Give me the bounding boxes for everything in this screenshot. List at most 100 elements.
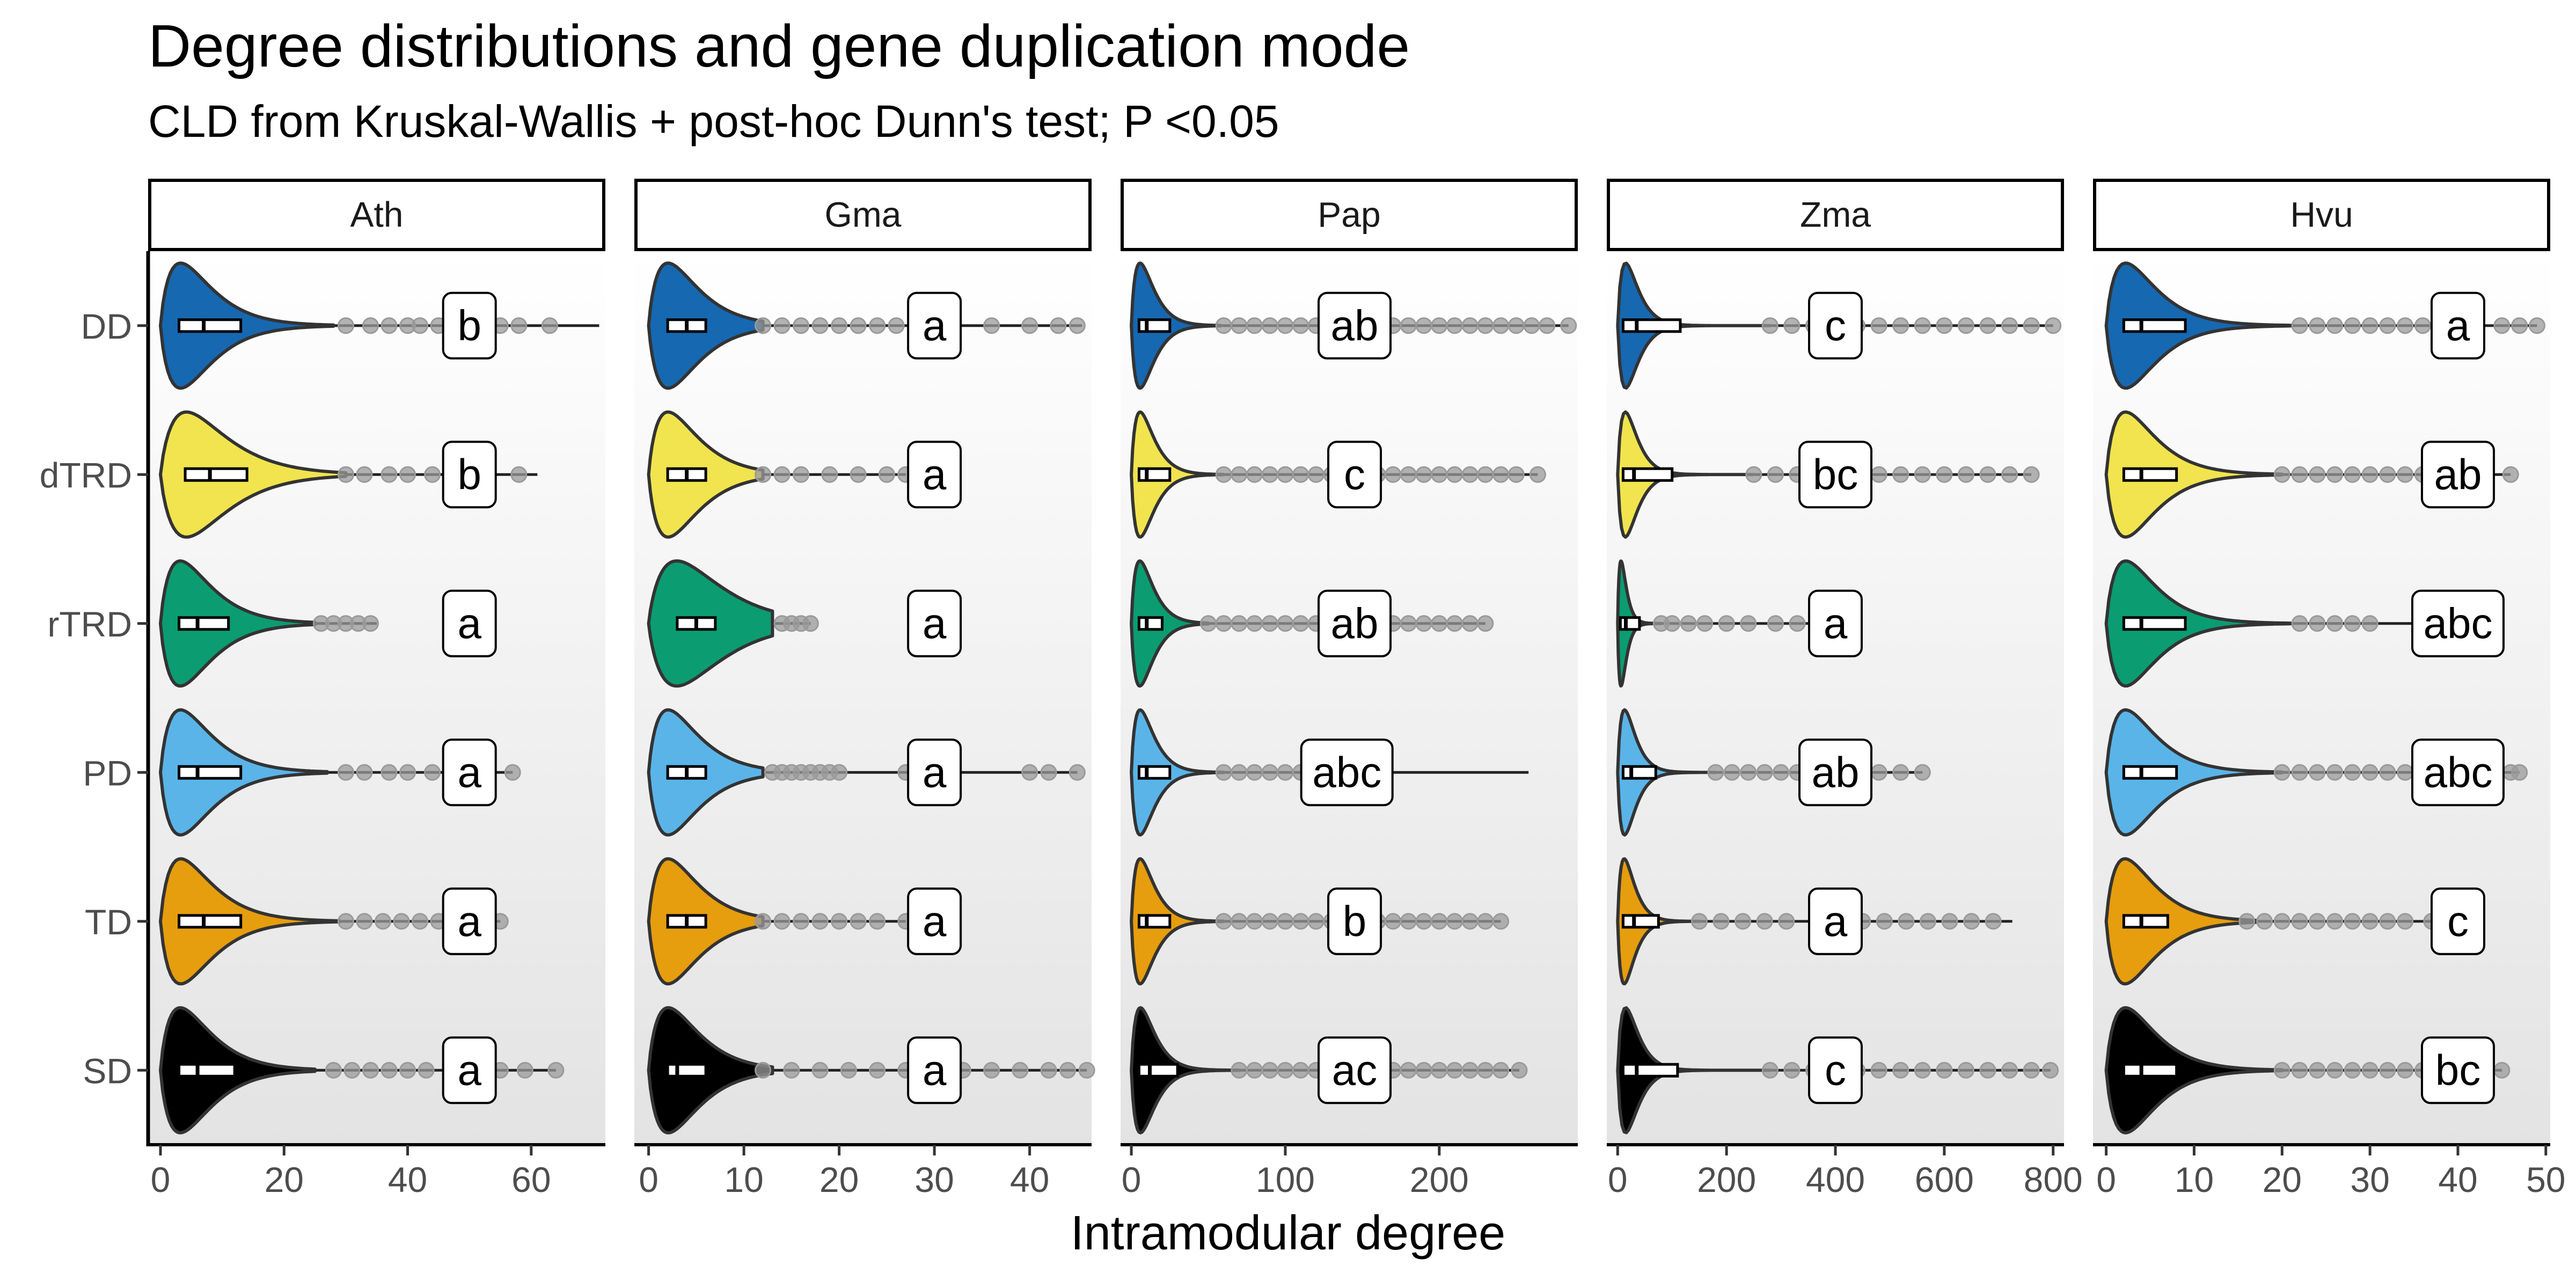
violin-group-rtrd: a: [647, 559, 962, 688]
violin-group-dd: a: [647, 261, 1086, 390]
x-tick-label: 800: [2024, 1160, 2083, 1199]
violin-group-td: c: [2104, 857, 2485, 986]
outlier-point: [1292, 1062, 1309, 1079]
outlier-point: [380, 317, 398, 334]
outlier-point: [1261, 317, 1278, 334]
outlier-point: [2326, 1062, 2344, 1079]
outlier-point: [2511, 764, 2528, 781]
outlier-point: [1246, 466, 1263, 483]
x-tick-label: 100: [1256, 1160, 1315, 1199]
outlier-point: [1979, 466, 1996, 483]
outlier-point: [1680, 615, 1697, 632]
cld-label: a: [1824, 897, 1848, 945]
panel-strip: [1121, 179, 1578, 251]
violin-group-sd: bc: [2104, 1006, 2511, 1135]
outlier-point: [1246, 913, 1263, 930]
outlier-point: [1892, 317, 1909, 334]
outlier-point: [1492, 466, 1510, 483]
outlier-point: [1723, 764, 1740, 781]
box: [2122, 765, 2178, 780]
outlier-point: [1870, 317, 1887, 334]
outlier-point: [2291, 1062, 2308, 1079]
outlier-point: [375, 913, 392, 930]
x-tick-label: 20: [265, 1160, 304, 1199]
outlier-point: [1898, 913, 1915, 930]
outlier-point: [2344, 317, 2361, 334]
cld-label: ab: [1331, 599, 1379, 647]
outlier-point: [1400, 913, 1417, 930]
outlier-point: [1919, 913, 1936, 930]
outlier-point: [325, 1062, 342, 1079]
outlier-point: [1963, 913, 1980, 930]
outlier-point: [1914, 1062, 1931, 1079]
outlier-point: [1078, 1062, 1095, 1079]
outlier-point: [2256, 913, 2273, 930]
outlier-point: [2511, 317, 2528, 334]
outlier-point: [1215, 764, 1232, 781]
cld-label-box: [442, 291, 497, 360]
outlier-point: [2344, 1062, 2361, 1079]
outlier-point: [424, 764, 441, 781]
box: [1137, 467, 1172, 482]
violin-group-td: b: [1130, 857, 1510, 986]
y-tick-label: DD: [81, 306, 132, 346]
box: [1137, 765, 1172, 780]
outlier-point: [1021, 317, 1038, 334]
outlier-point: [2273, 764, 2290, 781]
x-tick-label: 50: [2526, 1160, 2565, 1199]
outlier-point: [2001, 466, 2018, 483]
outlier-point: [2326, 615, 2344, 632]
cld-label-box: [2430, 887, 2485, 955]
outlier-point: [2309, 1062, 2326, 1079]
cld-label-box: [1300, 738, 1394, 807]
outlier-point: [1778, 913, 1795, 930]
outlier-point: [380, 1062, 398, 1079]
violin-shape: [159, 708, 329, 837]
box: [178, 914, 243, 929]
outlier-point: [2273, 1062, 2290, 1079]
outlier-point: [2291, 615, 2308, 632]
outlier-point: [1477, 913, 1494, 930]
outlier-point: [1277, 615, 1294, 632]
panel-strip-label: Gma: [824, 195, 901, 235]
outlier-point: [2326, 913, 2344, 930]
outlier-point: [983, 317, 1000, 334]
violin-shape: [159, 261, 335, 390]
outlier-point: [1767, 615, 1784, 632]
outlier-point: [1767, 466, 1784, 483]
outlier-point: [2344, 466, 2361, 483]
outlier-point: [2361, 317, 2379, 334]
violin-group-td: a: [159, 857, 509, 986]
outlier-point: [1892, 1062, 1909, 1079]
panel-strip-label: Zma: [1800, 195, 1871, 235]
outlier-point: [2361, 615, 2379, 632]
cld-label-box: [442, 441, 497, 509]
outlier-point: [1761, 1062, 1779, 1079]
outlier-point: [1012, 1062, 1029, 1079]
outlier-point: [1461, 1062, 1479, 1079]
outlier-point: [1914, 317, 1931, 334]
panel-strip-label: Hvu: [2290, 195, 2353, 235]
cld-label-box: [907, 441, 962, 509]
violin-group-dtrd: b: [159, 410, 538, 539]
outlier-point: [504, 764, 521, 781]
outlier-point: [2045, 317, 2062, 334]
outlier-point: [1385, 913, 1402, 930]
outlier-point: [1461, 913, 1479, 930]
outlier-point: [869, 1062, 886, 1079]
box: [184, 467, 248, 482]
cld-label-box: [1808, 589, 1863, 657]
cld-label-box: [907, 887, 962, 955]
outlier-point: [811, 1062, 829, 1079]
cld-label-box: [1327, 887, 1382, 955]
outlier-point: [356, 913, 373, 930]
y-tick-label: SD: [83, 1051, 132, 1091]
x-tick-label: 0: [1122, 1160, 1141, 1199]
outlier-point: [2379, 1062, 2396, 1079]
outlier-point: [1740, 764, 1757, 781]
outlier-point: [850, 317, 867, 334]
cld-label: a: [923, 748, 947, 796]
x-tick-label: 60: [511, 1160, 551, 1199]
cld-label: abc: [1312, 748, 1381, 796]
violin-group-dd: a: [2104, 261, 2545, 390]
